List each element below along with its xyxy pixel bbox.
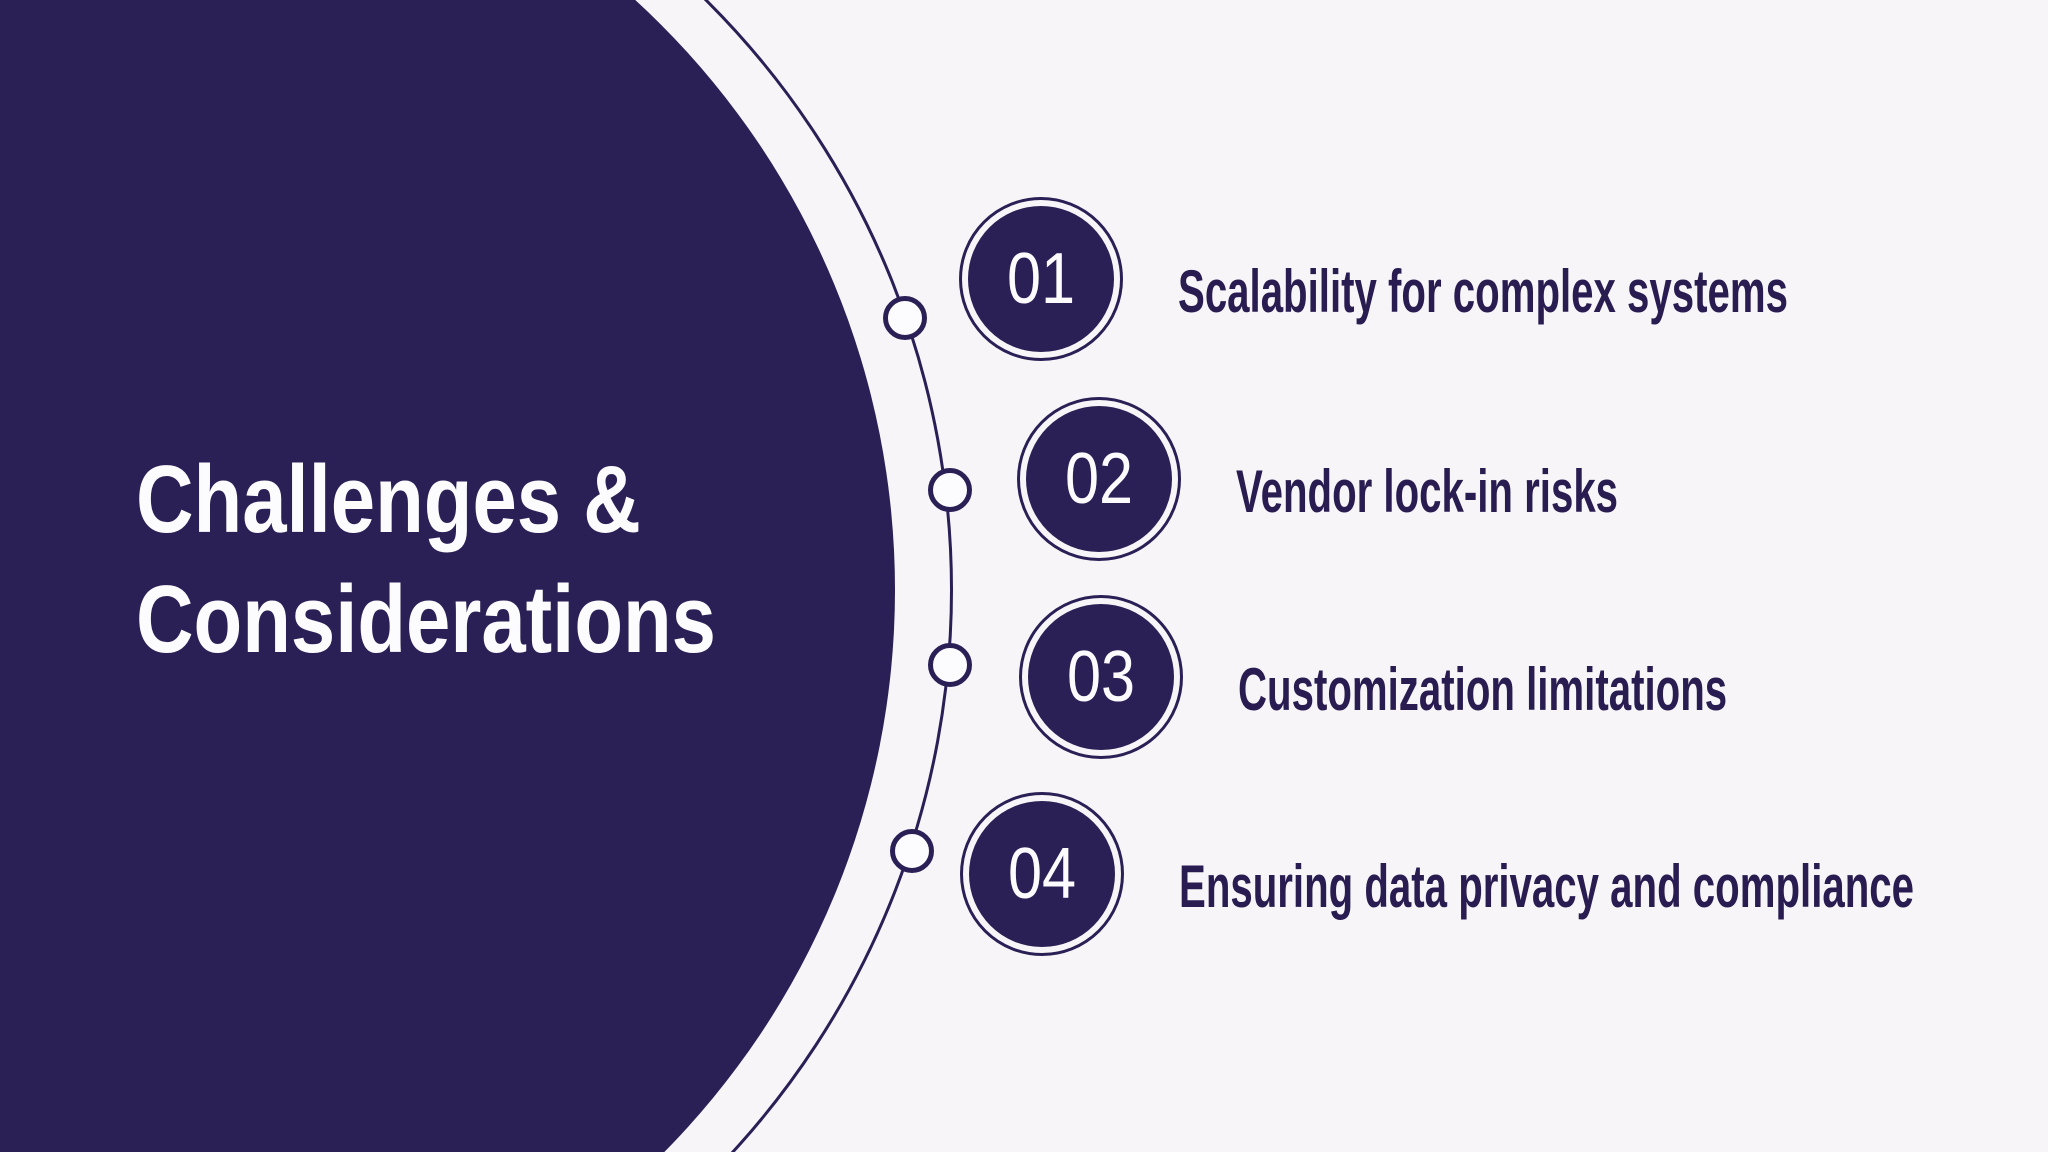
step-number-circle: 01	[959, 197, 1123, 361]
step-number: 04	[1007, 834, 1077, 914]
timeline-dot	[928, 643, 972, 687]
step-number: 02	[1064, 439, 1134, 519]
list-item: 03 Customization limitations	[1019, 595, 1968, 759]
step-number-circle: 04	[960, 792, 1124, 956]
slide-title: Challenges & Considerations	[136, 440, 835, 680]
step-number: 03	[1066, 637, 1136, 717]
list-item: 04 Ensuring data privacy and compliance	[960, 792, 2048, 956]
title-line-2: Considerations	[136, 566, 716, 673]
step-number-circle: 03	[1019, 595, 1183, 759]
step-number: 01	[1006, 239, 1076, 319]
timeline-dot	[890, 829, 934, 873]
step-label: Vendor lock-in risks	[1236, 457, 1619, 525]
step-label: Scalability for complex systems	[1178, 257, 1788, 325]
timeline-arc	[0, 0, 953, 1152]
title-line-1: Challenges &	[136, 446, 641, 553]
list-item: 02 Vendor lock-in risks	[1017, 397, 1806, 561]
step-number-circle: 02	[1017, 397, 1181, 561]
step-label: Customization limitations	[1238, 655, 1728, 723]
list-item: 01 Scalability for complex systems	[959, 197, 2048, 361]
step-label: Ensuring data privacy and compliance	[1179, 852, 1914, 920]
timeline-dot	[883, 296, 927, 340]
timeline-dot	[928, 468, 972, 512]
